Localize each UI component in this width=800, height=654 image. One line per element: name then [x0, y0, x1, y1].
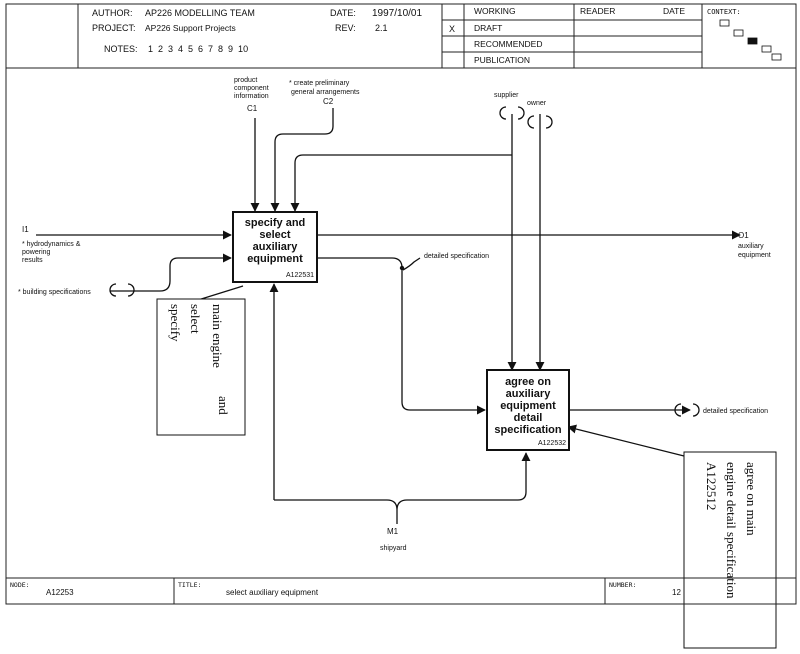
c2-code: C2: [323, 97, 334, 106]
detailed-spec-mid-label: detailed specification: [424, 253, 489, 260]
box2-line-4: detail: [514, 412, 543, 424]
project-value: AP226 Support Projects: [145, 23, 236, 33]
o1-label-1: auxiliary: [738, 243, 764, 250]
footer-frame: [5, 577, 797, 605]
notes-values: 1 2 3 4 5 6 7 8 9 10: [148, 44, 248, 54]
box1-id: A122531: [286, 272, 314, 279]
activity-box-2-frame: [486, 369, 570, 451]
number-value: 12: [672, 588, 681, 597]
arrow-labels: product component information C1 * creat…: [18, 77, 771, 552]
arrow-m1-box2: [274, 452, 531, 511]
note-box-right: agree on main engine detail specificatio…: [683, 451, 777, 649]
tunnel-building-right: [127, 283, 135, 297]
note-box-left: specify select main engine and: [156, 298, 246, 436]
note-left-line-2: select: [188, 304, 203, 334]
arrow-building-specifications: [110, 253, 232, 292]
m1-code: M1: [387, 527, 399, 536]
activity-box-2: agree on auxiliary equipment detail spec…: [486, 369, 570, 451]
arrow-detailed-spec-internal: [317, 257, 486, 415]
box2-line-5: specification: [494, 424, 562, 436]
m1-label: shipyard: [380, 545, 407, 552]
status-recommended: RECOMMENDED: [474, 39, 542, 49]
tunnel-building-left: [109, 283, 117, 297]
tunnel-supplier-right: [517, 106, 525, 120]
i1-label-2: powering: [22, 249, 51, 256]
author-label: AUTHOR:: [92, 8, 133, 18]
i1-label-3: results: [22, 257, 43, 264]
rev-value: 2.1: [375, 23, 388, 33]
detailed-spec-out-label: detailed specification: [703, 408, 768, 415]
note-box-right-frame: [683, 451, 777, 649]
tunnel-spec-out-left: [674, 403, 682, 417]
box2-line-2: auxiliary: [506, 388, 552, 400]
c1-label-1: product: [234, 77, 257, 84]
c2-label-1: * create preliminary: [289, 80, 350, 87]
header: AUTHOR: AP226 MODELLING TEAM PROJECT: AP…: [5, 3, 797, 69]
junction-dot: [399, 265, 405, 271]
context-map: [719, 19, 782, 61]
box1-line-3: auxiliary: [253, 241, 299, 253]
reader-date-label: DATE: [663, 6, 685, 16]
c1-label-3: information: [234, 93, 269, 100]
i1-code: I1: [22, 225, 29, 234]
note-left-line-3: main engine: [210, 304, 225, 368]
box1-line-1: specify and: [245, 217, 306, 229]
tunnel-owner-left: [527, 115, 535, 129]
activity-box-1-frame: [232, 211, 318, 283]
notes-label: NOTES:: [104, 44, 138, 54]
status-draft: DRAFT: [474, 23, 502, 33]
status-working: WORKING: [474, 6, 516, 16]
reader-label: READER: [580, 6, 615, 16]
o1-code: O1: [738, 231, 749, 240]
arrow-c2: [270, 108, 334, 212]
note-box-left-frame: [156, 298, 246, 436]
box1-line-4: equipment: [247, 253, 303, 265]
owner-label: owner: [527, 100, 547, 107]
box2-line-1: agree on: [505, 376, 551, 388]
date-label: DATE:: [330, 8, 356, 18]
note-right-line-2: engine detail specification: [724, 462, 739, 599]
node-label: NODE:: [10, 581, 30, 589]
footer: NODE: A12253 TITLE: select auxiliary equ…: [5, 577, 797, 605]
arrow-supplier-branch: [290, 154, 512, 212]
tunnel-owner-right: [545, 115, 553, 129]
author-value: AP226 MODELLING TEAM: [145, 8, 255, 18]
box1-line-2: select: [259, 229, 291, 241]
c1-label-2: component: [234, 85, 269, 92]
c1-code: C1: [247, 104, 258, 113]
box2-id: A122532: [538, 440, 566, 447]
arrows: [36, 106, 741, 524]
note-right-line-1: agree on main: [744, 462, 759, 536]
status-publication: PUBLICATION: [474, 55, 530, 65]
note-pointer-left: [197, 285, 244, 301]
note-right-line-3: A122512: [704, 462, 719, 510]
rev-label: REV:: [335, 23, 356, 33]
box2-line-3: equipment: [500, 400, 556, 412]
project-label: PROJECT:: [92, 23, 136, 33]
building-spec-label: * building specifications: [18, 289, 91, 296]
supplier-label: supplier: [494, 92, 519, 99]
o1-label-2: equipment: [738, 252, 771, 259]
tunnel-supplier-left: [499, 106, 507, 120]
number-label: NUMBER:: [609, 581, 636, 589]
activity-box-1: specify and select auxiliary equipment A…: [232, 211, 318, 283]
title-label: TITLE:: [178, 581, 201, 589]
i1-label-1: * hydrodynamics &: [22, 241, 81, 248]
note-left-line-1: specify: [168, 304, 183, 342]
title-value: select auxiliary equipment: [226, 588, 319, 597]
node-value: A12253: [46, 588, 74, 597]
squiggle-detailed-spec: [402, 257, 421, 271]
note-left-aside: and: [216, 396, 231, 415]
context-label: CONTEXT:: [707, 8, 741, 16]
date-value: 1997/10/01: [372, 8, 422, 19]
c2-label-2: general arrangements: [291, 89, 360, 96]
status-mark: X: [449, 24, 455, 34]
note-pointer-right: [567, 424, 685, 457]
tunnel-spec-out-right: [692, 403, 700, 417]
